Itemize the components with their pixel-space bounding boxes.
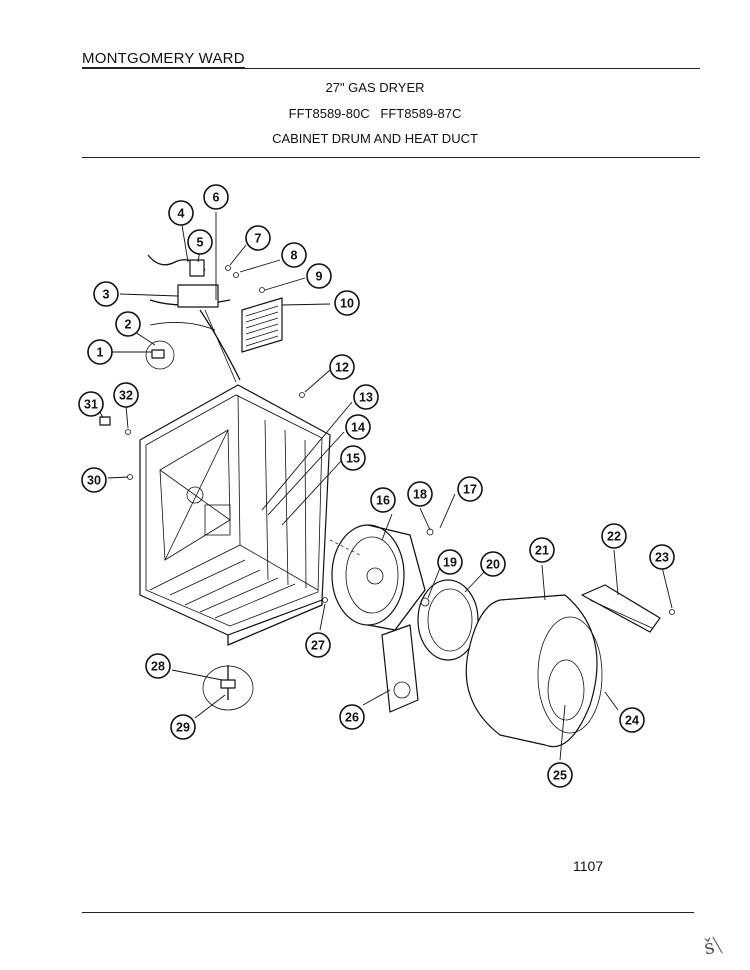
callout-13: 13 [353,384,379,410]
callout-8: 8 [281,242,307,268]
callout-label-10: 10 [340,297,354,311]
callout-23: 23 [649,544,675,570]
callout-16: 16 [370,487,396,513]
callout-label-6: 6 [213,191,220,205]
callout-29: 29 [170,714,196,740]
callout-label-4: 4 [178,207,185,221]
callout-label-31: 31 [84,398,98,412]
callout-label-27: 27 [311,639,325,653]
drum-seal-part [417,579,479,661]
screws-parts [99,265,675,615]
callout-21: 21 [529,537,555,563]
callout-label-9: 9 [316,270,323,284]
footer-rule [82,912,694,913]
header-rule-short [82,67,245,68]
callout-1: 1 [87,339,113,365]
callout-27: 27 [305,632,331,658]
callout-14: 14 [345,414,371,440]
callout-label-30: 30 [87,474,101,488]
door-switch-part [145,340,175,370]
callout-label-20: 20 [486,558,500,572]
callout-label-25: 25 [553,769,567,783]
callout-label-13: 13 [359,391,373,405]
header-rule-bottom [82,157,700,158]
callout-4: 4 [168,200,194,226]
callout-label-19: 19 [443,556,457,570]
callout-7: 7 [245,225,271,251]
callout-label-3: 3 [103,288,110,302]
brand-title: MONTGOMERY WARD [82,50,245,67]
callout-12: 12 [329,354,355,380]
leader-lines [99,212,673,761]
leveling-leg-part [202,665,254,711]
callout-label-14: 14 [351,421,365,435]
callout-label-29: 29 [176,721,190,735]
callout-label-12: 12 [335,361,349,375]
callout-label-18: 18 [413,488,427,502]
callout-24: 24 [619,707,645,733]
callout-19: 19 [437,549,463,575]
model-numbers: FFT8589-80C FFT8589-87C [288,106,462,121]
callout-28: 28 [145,653,171,679]
callout-label-2: 2 [125,318,132,332]
page-number: 1107 [573,858,604,874]
callout-20: 20 [480,551,506,577]
wire-harness-part [147,254,241,383]
callout-label-17: 17 [463,483,477,497]
callout-3: 3 [93,281,119,307]
callout-32: 32 [113,382,139,408]
callout-label-7: 7 [255,232,262,246]
callout-label-5: 5 [197,236,204,250]
drum-part [465,594,603,748]
callout-label-21: 21 [535,544,549,558]
callout-6: 6 [203,184,229,210]
callout-label-26: 26 [345,711,359,725]
callout-15: 15 [340,445,366,471]
callout-5: 5 [187,229,213,255]
callout-label-28: 28 [151,660,165,674]
callout-18: 18 [407,481,433,507]
callout-10: 10 [334,290,360,316]
callout-26: 26 [339,704,365,730]
callout-label-16: 16 [376,494,390,508]
callout-label-8: 8 [291,249,298,263]
callout-label-22: 22 [607,530,621,544]
callout-label-15: 15 [346,452,360,466]
callout-25: 25 [547,762,573,788]
callout-17: 17 [457,476,483,502]
callout-label-24: 24 [625,714,639,728]
callout-2: 2 [115,311,141,337]
bulkhead-part [329,524,426,631]
callout-22: 22 [601,523,627,549]
callout-31: 31 [78,391,104,417]
callout-label-32: 32 [119,389,133,403]
drum-baffle-part [581,584,661,633]
callout-9: 9 [306,263,332,289]
callout-label-23: 23 [655,551,669,565]
vent-grille-part [241,297,283,353]
callout-30: 30 [81,467,107,493]
cabinet-part [139,384,331,646]
section-title: CABINET DRUM AND HEAT DUCT [272,131,478,146]
heat-duct-part [381,624,419,713]
header-rule-top [82,68,700,69]
diagram-title: 27" GAS DRYER [325,80,425,95]
callout-label-1: 1 [97,346,104,360]
